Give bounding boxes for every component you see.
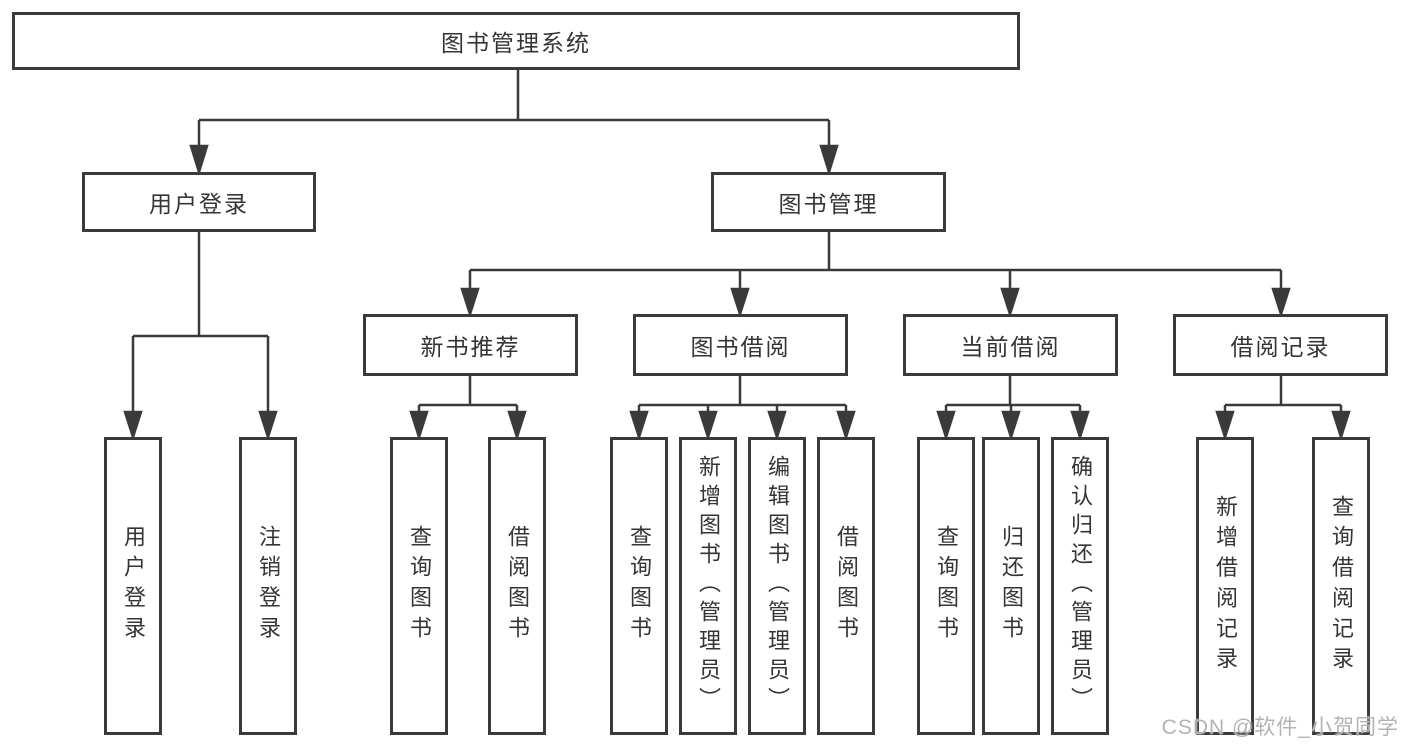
leaf-user-login-label: 用户登录 [121,525,146,647]
node-book-borrowing: 图书借阅 [633,314,848,376]
node-new-book-recommend: 新书推荐 [363,314,578,376]
watermark: CSDN @软件_小贺同学 [1161,716,1399,739]
leaf-logout-label: 注销登录 [256,525,281,647]
node-user-login-label: 用户登录 [149,191,249,217]
connector-new-book-recommend-branch [409,376,527,442]
leaf-user-login: 用户登录 [104,437,162,735]
leaf-current-return-books: 归还图书 [982,437,1040,735]
node-borrowing-records-label: 借阅记录 [1230,334,1331,360]
node-root-label: 图书管理系统 [441,30,591,56]
node-root-library-system: 图书管理系统 [12,12,1020,70]
leaf-records-add-borrow-record: 新增借阅记录 [1196,437,1254,735]
node-book-management-label: 图书管理 [778,191,879,217]
leaf-current-query-books-label: 查询图书 [934,525,959,647]
leaf-logout: 注销登录 [239,437,297,735]
connector-book-management-branch [460,232,1291,319]
connector-user-login-branch [123,232,278,442]
connector-current-borrowing-branch [936,376,1090,442]
leaf-records-query-borrow-record-label: 查询借阅记录 [1329,494,1354,678]
leaf-current-return-books-label: 归还图书 [999,525,1024,647]
leaf-current-query-books: 查询图书 [917,437,975,735]
node-book-management: 图书管理 [711,172,946,232]
leaf-borrowing-edit-books-admin: 编辑图书（管理员） [748,437,806,735]
leaf-borrowing-borrow-books: 借阅图书 [817,437,875,735]
leaf-records-add-borrow-record-label: 新增借阅记录 [1213,494,1238,678]
leaf-records-query-borrow-record: 查询借阅记录 [1312,437,1370,735]
leaf-borrowing-query-books-label: 查询图书 [627,525,652,647]
node-current-borrowing: 当前借阅 [903,314,1118,376]
node-new-book-recommend-label: 新书推荐 [420,334,521,360]
leaf-current-confirm-return-admin: 确认归还（管理员） [1051,437,1109,735]
node-book-borrowing-label: 图书借阅 [690,334,791,360]
leaf-borrowing-edit-books-admin-label: 编辑图书（管理员） [765,455,790,717]
leaf-borrowing-query-books: 查询图书 [610,437,668,735]
leaf-recommend-query-books: 查询图书 [390,437,448,735]
leaf-current-confirm-return-admin-label: 确认归还（管理员） [1068,455,1093,717]
connector-book-borrowing-branch [629,376,856,442]
leaf-recommend-borrow-books-label: 借阅图书 [505,525,530,647]
node-user-login: 用户登录 [82,172,316,232]
node-borrowing-records: 借阅记录 [1173,314,1388,376]
leaf-borrowing-add-books-admin: 新增图书（管理员） [679,437,737,735]
leaf-borrowing-borrow-books-label: 借阅图书 [834,525,859,647]
connector-root-branch [189,70,839,177]
leaf-borrowing-add-books-admin-label: 新增图书（管理员） [696,455,721,717]
leaf-recommend-query-books-label: 查询图书 [407,525,432,647]
connector-borrowing-records-branch [1215,376,1351,442]
node-current-borrowing-label: 当前借阅 [960,334,1061,360]
leaf-recommend-borrow-books: 借阅图书 [488,437,546,735]
